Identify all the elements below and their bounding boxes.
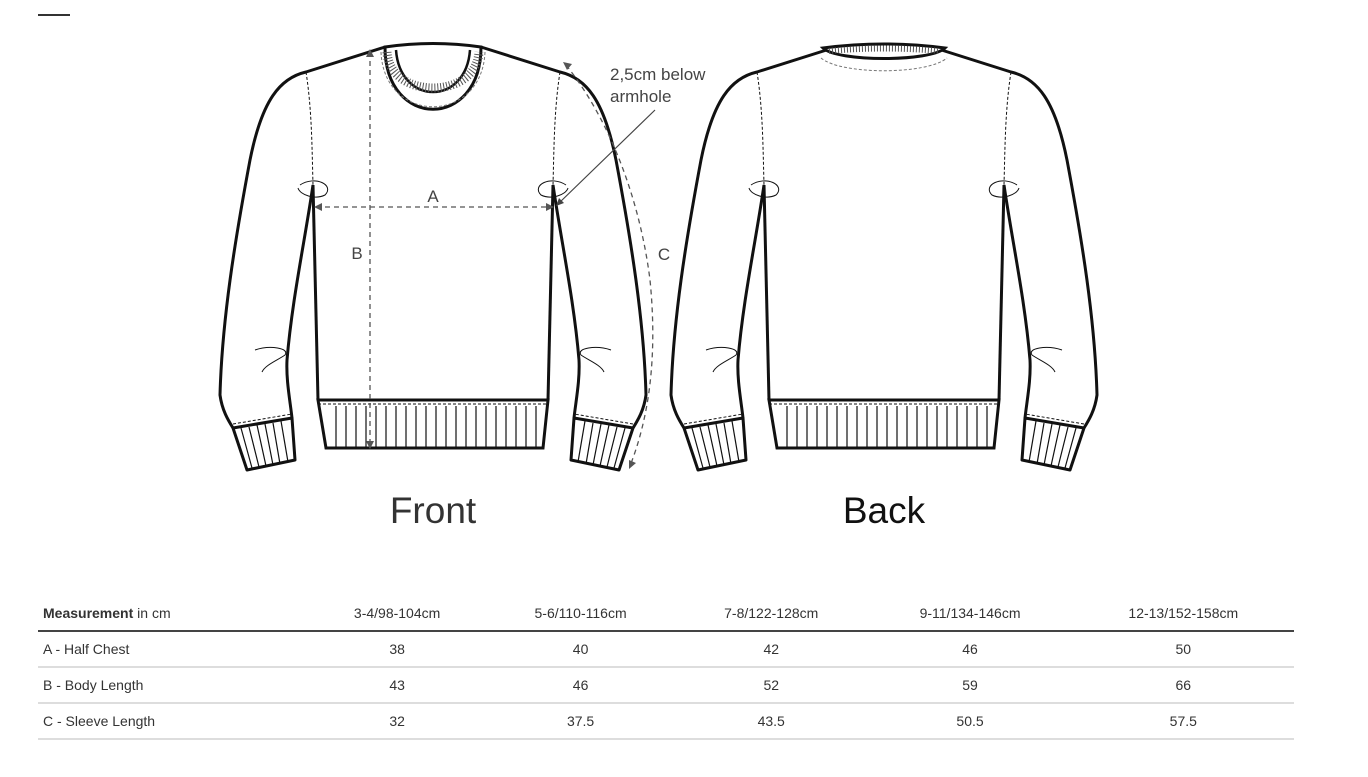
row-label: B - Body Length — [43, 677, 144, 693]
size-header: 7-8/122-128cm — [724, 605, 819, 621]
table-row: A - Half Chest 38 40 42 46 50 — [38, 631, 1294, 667]
measure-c-line — [565, 64, 654, 467]
cell: 43 — [389, 677, 405, 693]
cell: 40 — [572, 641, 589, 657]
size-table: Measurement in cm 3-4/98-104cm 5-6/110-1… — [38, 596, 1294, 740]
cell: 32 — [389, 713, 405, 729]
cell: 52 — [763, 677, 780, 693]
sweatshirt-diagram: A B C 2,5cm below armhole — [218, 42, 1099, 472]
table-header-row: Measurement in cm 3-4/98-104cm 5-6/110-1… — [38, 596, 1294, 631]
cell: 46 — [962, 641, 978, 657]
back-label: Back — [842, 490, 926, 531]
size-header: 12-13/152-158cm — [1128, 605, 1239, 621]
front-sweatshirt — [218, 42, 656, 472]
cell: 38 — [389, 641, 405, 657]
front-collar — [383, 42, 483, 111]
cell: 57.5 — [1169, 713, 1197, 729]
size-header: 5-6/110-116cm — [534, 605, 627, 621]
marker-b: B — [351, 244, 362, 263]
top-divider — [38, 14, 70, 16]
header-bold: Measurement — [43, 605, 134, 621]
cell: 37.5 — [566, 713, 595, 729]
cell: 43.5 — [757, 713, 785, 729]
header-unit: in cm — [133, 605, 171, 621]
row-label: A - Half Chest — [43, 641, 130, 657]
front-label: Front — [389, 490, 477, 531]
annotation-pointer — [557, 109, 656, 205]
size-header: 3-4/98-104cm — [353, 605, 441, 621]
marker-c: C — [658, 245, 670, 264]
row-label: C - Sleeve Length — [43, 713, 156, 729]
annotation-line-1: 2,5cm below — [610, 65, 706, 84]
annotation-line-2: armhole — [610, 87, 671, 106]
cell: 66 — [1175, 677, 1192, 693]
table-row: C - Sleeve Length 32 37.5 43.5 50.5 57.5 — [38, 703, 1294, 739]
table-row: B - Body Length 43 46 52 59 66 — [38, 667, 1294, 703]
cell: 46 — [572, 677, 589, 693]
cell: 50.5 — [956, 713, 984, 729]
back-sweatshirt — [669, 42, 1099, 472]
measurement-header: Measurement in cm — [38, 596, 308, 631]
cell: 50 — [1175, 641, 1192, 657]
size-header: 9-11/134-146cm — [919, 605, 1021, 621]
marker-a: A — [427, 187, 439, 206]
cell: 59 — [962, 677, 978, 693]
cell: 42 — [763, 641, 780, 657]
